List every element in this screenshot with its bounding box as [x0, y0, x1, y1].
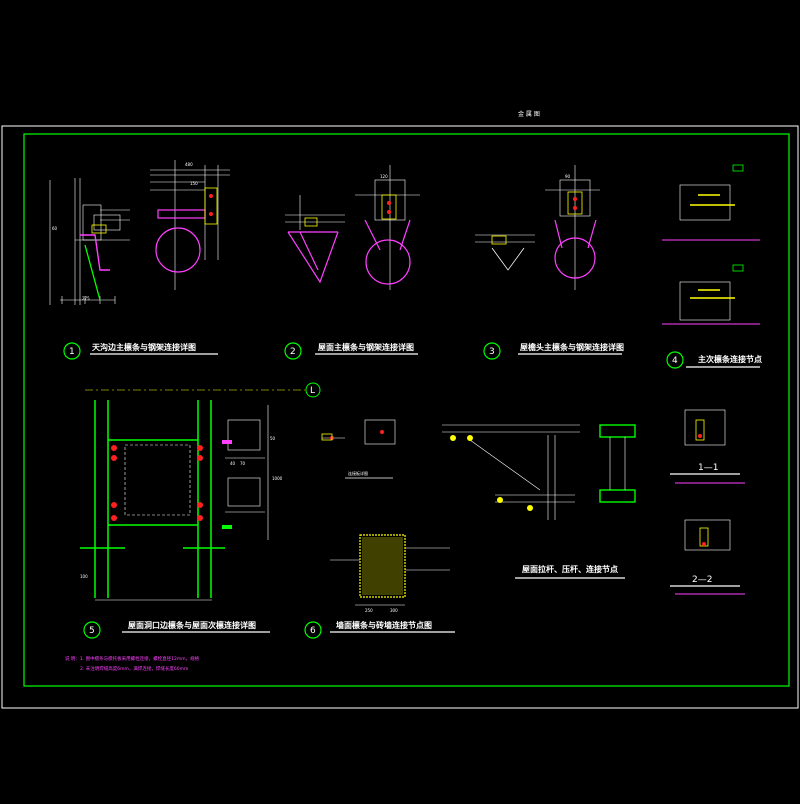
section-1-label: 1—1: [698, 463, 718, 473]
detail-1-title: 天沟边主檩条与钢架连接详图: [92, 342, 196, 352]
outer-frame: [1, 125, 799, 709]
detail-2-num: 2: [290, 347, 296, 357]
section-1-bolt: [698, 434, 702, 438]
detail-1b-bolt-1: [209, 194, 213, 198]
dim-d1000: 1000: [272, 476, 283, 481]
dim-d150: 150: [190, 181, 198, 186]
detail-6-concrete: [362, 537, 403, 595]
rod-detail-title: 屋面拉杆、压杆、连接节点: [522, 564, 618, 574]
dim-d480: 480: [185, 162, 193, 167]
rod-detail-drawing: [442, 424, 580, 520]
dim-d300: 300: [390, 608, 398, 613]
detail-6-num: 6: [310, 626, 316, 636]
rod-detail-node-1: [450, 435, 456, 441]
detail-1-drawing: [49, 178, 130, 305]
detail-3-title: 屋檐头主檩条与钢架连接详图: [520, 342, 624, 352]
section-1-web: [695, 419, 705, 441]
detail-3-brace: [554, 219, 597, 249]
plate-detail-accent-1: [222, 440, 232, 444]
detail-2-drawing: [285, 165, 420, 290]
axis-label: L: [310, 386, 315, 396]
dim-d90: 90: [565, 174, 571, 179]
dim-d70: 70: [240, 461, 246, 466]
detail-6-circle: [304, 621, 322, 639]
notes-line-1: 说 明：1. 图中檩条与檩托板采用螺栓连接，螺栓直径12mm，规格: [65, 655, 200, 662]
detail-6-wall: [359, 534, 406, 598]
rod-detail-node-3: [497, 497, 503, 503]
detail-1-circle: [63, 342, 81, 360]
detail-2-pipe: [365, 239, 411, 285]
detail-3-pipe: [554, 237, 596, 279]
rod-detail-node-2: [467, 435, 473, 441]
rod-detail-node-4: [527, 505, 533, 511]
section-1-drawing: [684, 409, 726, 446]
dim-d50: 50: [270, 436, 276, 441]
dim-d100: 100: [80, 574, 88, 579]
dim-d250: 250: [365, 608, 373, 613]
inner-frame: [23, 133, 790, 687]
detail-5-frame: [80, 400, 225, 598]
connection-plate-bolt-2: [380, 430, 384, 434]
detail-1b-bolt-2: [209, 212, 213, 216]
detail-2-plate: [381, 194, 397, 220]
dim-d40: 40: [230, 461, 236, 466]
detail-5-marks: [111, 445, 203, 521]
detail-1b-drawing: [150, 160, 230, 290]
dim-d275: 275: [82, 296, 90, 301]
detail-6-title: 墙面檩条与砖墙连接节点图: [336, 620, 432, 630]
section-2-drawing: [684, 519, 731, 551]
detail-2-bolt-2: [387, 210, 391, 214]
notes-line-2: 2. 未注明焊缝高度6mm，满焊连接，焊缝长度60mm: [80, 665, 188, 672]
detail-2-brace: [364, 219, 411, 251]
dim-d60: 60: [52, 226, 58, 231]
detail-1-green-slope: [84, 244, 101, 301]
connection-plate: [322, 419, 396, 445]
detail-2-purlin: [304, 217, 318, 227]
detail-3-circle: [483, 342, 501, 360]
detail-3-bolt-1: [573, 197, 577, 201]
connection-plate-label: 连接板详图: [348, 470, 368, 476]
dim-d120: 120: [380, 174, 388, 179]
axis-bubble: [305, 382, 321, 398]
detail-3-purlin: [491, 235, 507, 245]
detail-1b-plate: [204, 187, 218, 225]
detail-4-circle: [666, 351, 684, 369]
detail-4-tag-1: [732, 164, 744, 172]
detail-1b-flange: [157, 209, 206, 219]
detail-5-circle: [83, 621, 101, 639]
detail-1-num: 1: [69, 347, 75, 357]
detail-5-title: 屋面洞口边檩条与屋面次檩连接详图: [128, 620, 256, 630]
detail-3-truss: [491, 247, 525, 271]
detail-4-title: 主次檩条连接节点: [698, 354, 762, 364]
rod-detail-c-2: [599, 489, 636, 503]
detail-2-title: 屋面主檩条与钢架连接详图: [318, 342, 414, 352]
detail-5-inner: [124, 444, 191, 516]
detail-1b-pipe: [155, 227, 201, 273]
plate-detail-grid: [225, 405, 269, 540]
rod-detail-c-1: [599, 424, 636, 438]
section-2-label: 2—2: [692, 575, 712, 585]
detail-2-truss: [287, 231, 339, 284]
detail-3-num: 3: [489, 347, 495, 357]
detail-1-gutter: [80, 234, 110, 271]
detail-2-bolt-1: [387, 201, 391, 205]
detail-3-plate: [567, 191, 583, 215]
detail-3-drawing: [475, 165, 600, 290]
detail-2-circle: [284, 342, 302, 360]
detail-6-lines: [330, 547, 450, 606]
sheet-header: 金 属 图: [518, 110, 540, 118]
detail-3-bolt-2: [573, 206, 577, 210]
detail-1-purlin: [91, 224, 107, 234]
section-2-bolt: [702, 542, 706, 546]
detail-4a-purlin: [690, 194, 735, 206]
plate-detail-accent-2: [222, 525, 232, 529]
detail-4-num: 4: [672, 356, 678, 366]
detail-4-drawing: [679, 184, 731, 321]
connection-plate-flange: [321, 433, 333, 441]
detail-4b-purlin: [690, 289, 735, 299]
detail-5-num: 5: [89, 626, 95, 636]
detail-4-tag-2: [732, 264, 744, 272]
